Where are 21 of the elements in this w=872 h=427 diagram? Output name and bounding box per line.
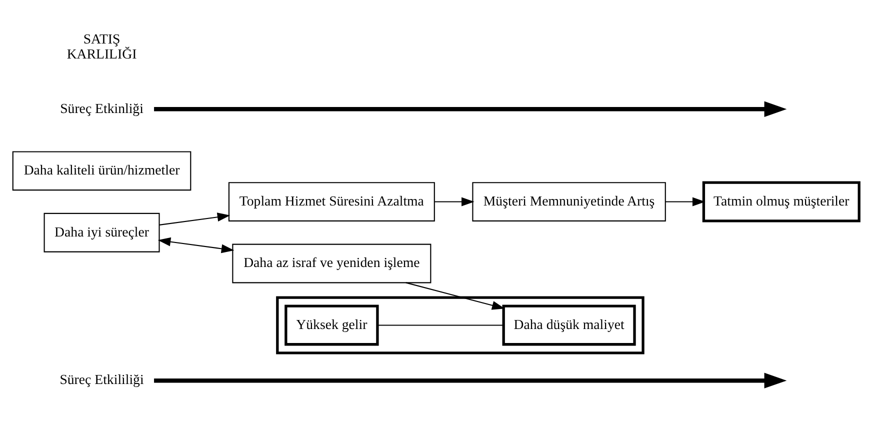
arrow (159, 212, 230, 225)
arrow (154, 100, 787, 116)
label: SATIŞ (83, 31, 120, 46)
node-box: Tatmin olmuş müşteriler (702, 180, 860, 222)
node-text: Süreç Etkinliği (60, 100, 144, 116)
node-text: Süreç Etkililiği (60, 372, 144, 387)
node-box: Yüksek gelir (284, 304, 379, 346)
node-box: Toplam Hizmet Süresini Azaltma (228, 182, 435, 221)
node-box: Daha düşük maliyet (502, 304, 636, 346)
arrow (158, 236, 234, 253)
node-box: Müşteri Memnuniyetinde Artış (472, 182, 666, 221)
arrow (406, 282, 505, 310)
arrow (434, 196, 474, 206)
node-box: Daha iyi süreçler (44, 212, 160, 252)
node-box: Daha kaliteli ürün/hizmetler (12, 150, 192, 190)
node-box: Daha az israf ve yeniden işleme (232, 243, 432, 283)
connector (378, 324, 504, 326)
cluster (276, 296, 644, 354)
arrow (154, 372, 787, 388)
arrow (665, 196, 706, 206)
label: KARLILIĞI (66, 46, 137, 61)
